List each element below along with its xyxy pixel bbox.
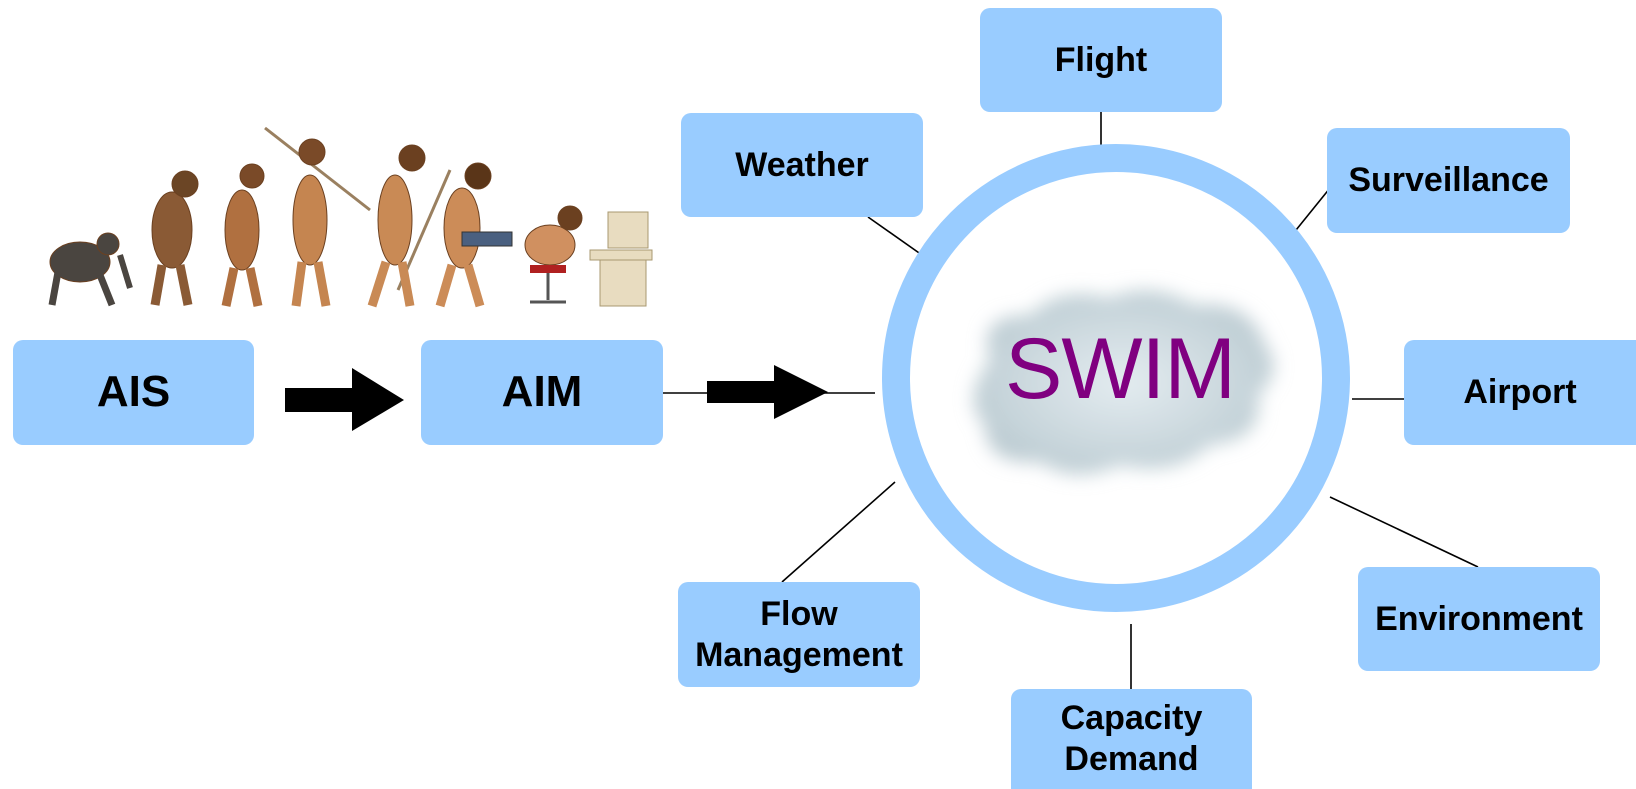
- swim-center-label: SWIM: [1004, 321, 1236, 417]
- capacity-label: Capacity: [1060, 699, 1203, 738]
- demand-label: Demand: [1064, 740, 1199, 778]
- ais-label: AIS: [96, 367, 171, 417]
- environment-box: Environment: [1358, 567, 1600, 671]
- connector-environment: [1329, 496, 1479, 568]
- flow-management-box: Flow Management: [678, 582, 920, 687]
- hominid-figure-3: [264, 126, 371, 307]
- ape-figure: [48, 232, 133, 307]
- airport-label: Airport: [1463, 373, 1577, 412]
- aim-label: AIM: [501, 367, 583, 417]
- hominid-figure-2: [221, 163, 265, 307]
- connector-surveillance: [1291, 187, 1331, 236]
- environment-label: Environment: [1375, 599, 1583, 638]
- arrow-ais-to-aim: [285, 368, 404, 431]
- connector-flow: [781, 481, 896, 583]
- airport-box: Airport: [1404, 340, 1636, 445]
- hominid-figure-5: [435, 162, 513, 308]
- flight-box: Flight: [980, 8, 1222, 112]
- connector-weather: [867, 216, 923, 256]
- aim-box: AIM: [421, 340, 663, 445]
- surveillance-label: Surveillance: [1348, 161, 1549, 200]
- hominid-figure-4: [367, 144, 452, 308]
- flight-label: Flight: [1054, 40, 1148, 79]
- computer-icon: [589, 211, 653, 307]
- hominid-figure-1: [150, 170, 199, 306]
- weather-label: Weather: [735, 145, 869, 184]
- ais-box: AIS: [13, 340, 254, 445]
- arrow-aim-to-swim: [707, 365, 828, 419]
- connectors: [662, 112, 1479, 690]
- cloud-icon: [973, 290, 1274, 475]
- management-label: Management: [695, 635, 903, 674]
- evolution-illustration: [48, 126, 653, 308]
- computer-user-figure: [524, 205, 583, 304]
- surveillance-box: Surveillance: [1327, 128, 1570, 233]
- capacity-demand-box: Capacity Demand: [1011, 689, 1252, 789]
- flow-label: Flow: [760, 594, 838, 633]
- weather-box: Weather: [681, 113, 923, 217]
